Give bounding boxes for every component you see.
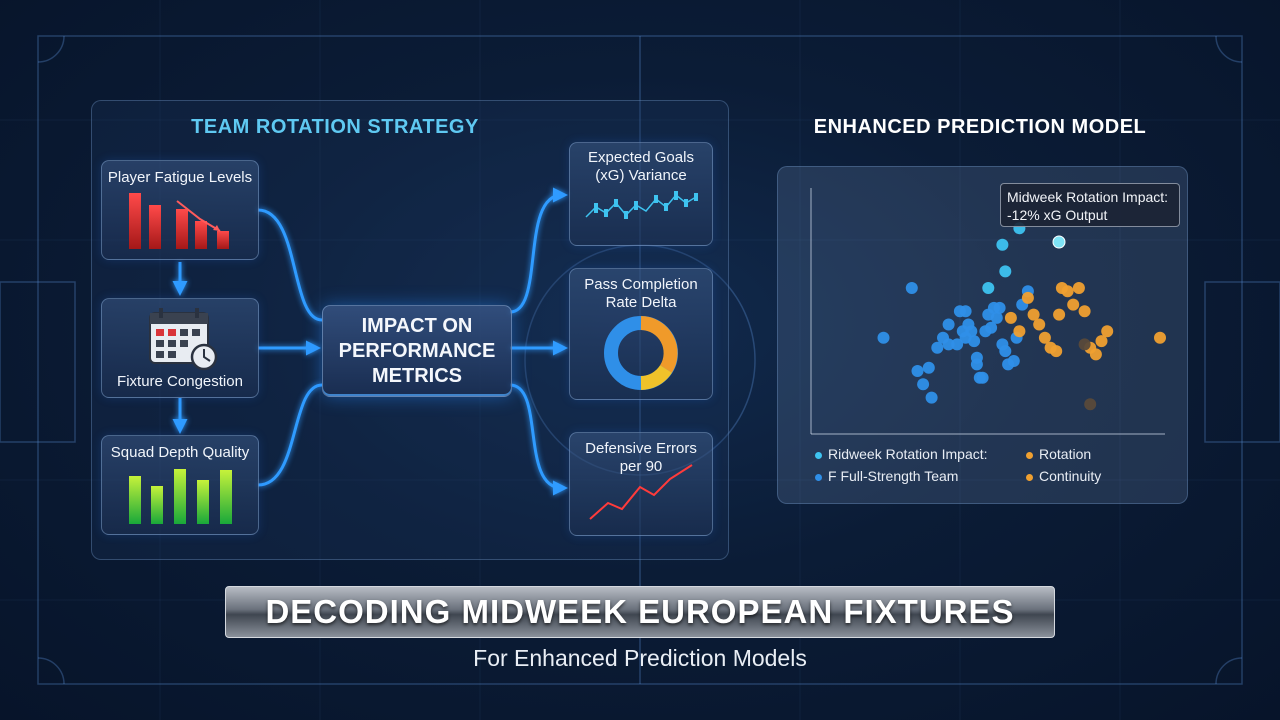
scatter-point-1-2 <box>982 282 995 294</box>
scatter-point-0-24 <box>985 321 998 334</box>
scatter-point-0-19 <box>970 358 983 371</box>
title-banner: DECODING MIDWEEK EUROPEAN FIXTURES <box>225 586 1055 638</box>
pass-completion-line2: Rate Delta <box>605 294 677 311</box>
tooltip-line1: Midweek Rotation Impact: <box>1007 189 1169 205</box>
impact-performance-label: IMPACT ON PERFORMANCE METRICS <box>338 314 496 387</box>
scatter-point-0-1 <box>905 282 918 294</box>
squad-depth-box: Squad Depth Quality <box>101 435 259 535</box>
legend-label-midweek: Ridweek Rotation Impact: <box>828 446 988 462</box>
rotation-strategy-title: TEAM ROTATION STRATEGY <box>191 116 479 138</box>
scatter-point-0-4 <box>922 361 935 374</box>
player-fatigue-box: Player Fatigue Levels <box>101 160 259 260</box>
legend-dot-full-strength <box>815 473 822 481</box>
xg-variance-line1: Expected Goals <box>588 149 694 166</box>
calendar-clock-icon <box>149 308 218 371</box>
scatter-point-0-26 <box>990 311 1003 324</box>
legend-dot-continuity <box>1026 473 1033 481</box>
scatter-point-0-9 <box>942 338 955 351</box>
scatter-point-0-27 <box>993 301 1006 314</box>
scatter-point-0-2 <box>911 365 924 377</box>
pass-completion-box: Pass Completion Rate Delta <box>569 268 713 400</box>
bar-chart-decline-icon <box>129 193 229 249</box>
scatter-point-2-0 <box>1004 311 1017 324</box>
legend-label-full-strength: F Full-Strength Team <box>828 468 959 484</box>
scatter-point-0-16 <box>965 325 978 338</box>
bar-chart-green-icon <box>129 469 232 524</box>
scatter-point-0-21 <box>976 371 989 384</box>
scatter-point-2-10 <box>1061 285 1074 298</box>
defensive-errors-line1: Defensive Errors <box>585 440 697 457</box>
scatter-point-2-5 <box>1038 331 1051 344</box>
xg-variance-box: Expected Goals (xG) Variance <box>569 142 713 246</box>
scatter-point-0-5 <box>925 391 938 404</box>
scatter-point-2-17 <box>1101 325 1114 338</box>
tooltip-line2: -12% xG Output <box>1007 207 1108 223</box>
scatter-point-0-13 <box>959 305 972 318</box>
scatter-point-1-0 <box>996 238 1009 251</box>
fixture-congestion-box: Fixture Congestion <box>101 298 259 398</box>
legend-item-rotation: Rotation <box>1026 446 1091 462</box>
fixture-congestion-label: Fixture Congestion <box>117 373 243 390</box>
scatter-point-2-2 <box>1021 291 1034 304</box>
scatter-point-2-18 <box>1154 331 1166 344</box>
scatter-point-2-16 <box>1095 335 1108 348</box>
donut-chart-icon <box>604 316 678 390</box>
highlighted-point[interactable] <box>1052 235 1066 249</box>
legend-label-continuity: Continuity <box>1039 468 1102 484</box>
scatter-point-2-4 <box>1033 318 1046 331</box>
scatter-point-0-6 <box>931 341 944 354</box>
prediction-model-title: ENHANCED PREDICTION MODEL <box>813 116 1147 138</box>
scatter-point-2-1 <box>1013 325 1026 338</box>
scatter-point-2-7 <box>1050 345 1063 358</box>
scatter-point-0-0 <box>877 331 890 344</box>
defensive-errors-box: Defensive Errors per 90 <box>569 432 713 536</box>
scatter-point-0-10 <box>951 338 964 351</box>
scatter-point-0-8 <box>942 318 955 331</box>
scatter-point-0-31 <box>1007 355 1020 367</box>
impact-performance-box: IMPACT ON PERFORMANCE METRICS <box>322 305 512 397</box>
scatter-point-3-1 <box>1078 338 1091 351</box>
scatter-point-0-17 <box>968 335 981 348</box>
defensive-errors-line2: per 90 <box>619 458 663 475</box>
legend-dot-midweek <box>815 451 822 459</box>
scatter-point-2-15 <box>1089 348 1102 361</box>
scatter-point-2-12 <box>1072 282 1085 294</box>
legend-dot-rotation <box>1026 451 1033 459</box>
scatter-point-1-3 <box>999 265 1012 278</box>
squad-depth-label: Squad Depth Quality <box>110 444 250 461</box>
legend-item-continuity: Continuity <box>1026 468 1101 484</box>
player-fatigue-label: Player Fatigue Levels <box>107 169 253 186</box>
pass-completion-line1: Pass Completion <box>584 276 698 293</box>
scatter-point-2-3 <box>1027 308 1040 321</box>
legend-label-rotation: Rotation <box>1039 446 1092 462</box>
scatter-point-2-11 <box>1067 298 1080 311</box>
rotation-impact-tooltip: Midweek Rotation Impact: -12% xG Output <box>1000 183 1180 227</box>
scatter-point-2-13 <box>1078 305 1091 318</box>
xg-variance-line2: (xG) Variance <box>595 167 687 184</box>
legend-item-midweek: Ridweek Rotation Impact: <box>815 446 988 462</box>
banner-subtitle: For Enhanced Prediction Models <box>473 645 807 671</box>
scatter-point-3-0 <box>1084 398 1097 411</box>
scatter-point-2-8 <box>1053 308 1066 321</box>
legend-item-full-strength: F Full-Strength Team <box>815 468 958 484</box>
banner-title: DECODING MIDWEEK EUROPEAN FIXTURES <box>265 593 1015 630</box>
candlestick-icon <box>585 191 698 219</box>
scatter-point-0-3 <box>917 378 930 391</box>
scatter-point-0-29 <box>999 345 1012 358</box>
line-trend-icon <box>589 464 693 520</box>
